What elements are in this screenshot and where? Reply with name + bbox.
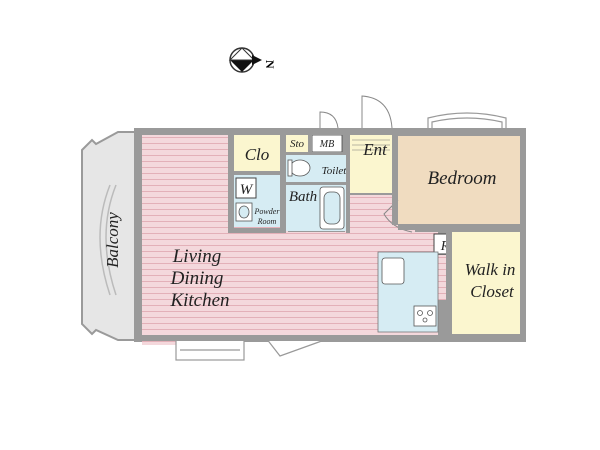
meter-box-label: MB bbox=[319, 139, 334, 150]
bedroom-room bbox=[398, 136, 522, 224]
living-label-line3: Kitchen bbox=[169, 290, 229, 311]
kitchen-sink-icon bbox=[381, 257, 405, 285]
walkin-closet-room bbox=[452, 232, 522, 334]
bottom-window-bay-right bbox=[265, 337, 331, 357]
toilet-label: Toilet bbox=[322, 165, 348, 177]
bathtub-icon bbox=[319, 186, 345, 230]
balcony-label: Balcony bbox=[103, 212, 122, 268]
washer-box bbox=[235, 177, 257, 199]
powder-room-label-line1: Powder bbox=[254, 207, 281, 216]
bottom-window-bay-left bbox=[175, 337, 245, 361]
compass: N bbox=[228, 47, 277, 73]
closet-label: Clo bbox=[245, 145, 270, 164]
living-label-line1: Living bbox=[172, 246, 222, 267]
entrance-label: Ent bbox=[362, 140, 388, 159]
refrigerator-label: R bbox=[440, 239, 450, 254]
bay-window bbox=[427, 112, 507, 128]
toilet-icon bbox=[287, 159, 311, 177]
entrance-step-lines bbox=[352, 139, 390, 151]
stove-icon bbox=[413, 305, 437, 327]
living-dining-kitchen-floor bbox=[142, 135, 448, 345]
walkin-closet-label-line1: Walk in bbox=[465, 260, 516, 279]
entry-door-swing bbox=[319, 95, 393, 129]
storage-label: Sto bbox=[290, 138, 305, 150]
compass-north-label: N bbox=[263, 60, 277, 69]
storage-room bbox=[286, 135, 308, 153]
entrance-area bbox=[350, 135, 392, 193]
powder-room-label-line2: Room bbox=[257, 217, 277, 226]
bath-label: Bath bbox=[289, 189, 317, 205]
kitchen-counter bbox=[377, 251, 439, 333]
balcony bbox=[81, 131, 137, 341]
interior-walls bbox=[134, 128, 526, 341]
closet-room bbox=[234, 135, 280, 171]
washer-label: W bbox=[240, 182, 254, 198]
powder-room-sink-icon bbox=[235, 202, 253, 222]
walkin-closet-label-line2: Closet bbox=[470, 282, 515, 301]
living-label-line2: Dining bbox=[170, 268, 224, 289]
bedroom-label: Bedroom bbox=[428, 168, 497, 189]
compass-north-arrow-icon bbox=[228, 47, 262, 73]
